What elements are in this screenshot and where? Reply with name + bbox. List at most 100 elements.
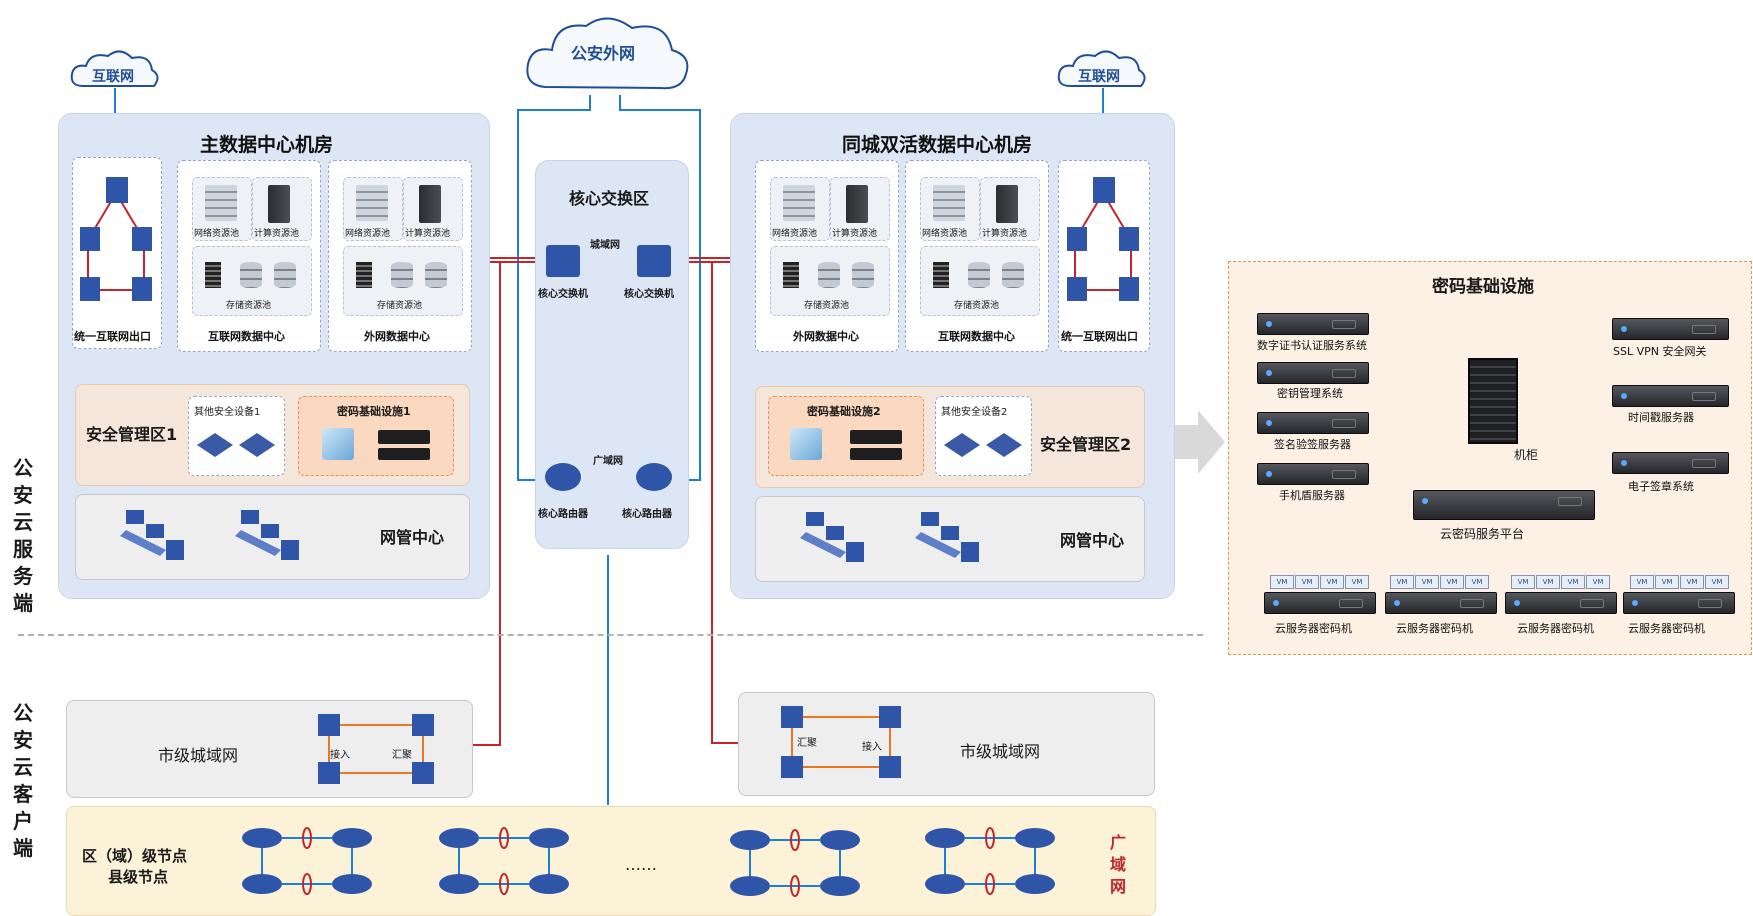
workstation-icon — [915, 512, 979, 562]
storage-icon — [933, 262, 949, 288]
server-appliance-icon — [1257, 362, 1369, 384]
server-appliance-icon — [1257, 313, 1369, 335]
metro-net-right-box — [738, 692, 1155, 796]
core-switch-icon — [637, 245, 671, 277]
server-tower-icon — [846, 185, 868, 223]
crypto-device-label: 云服务器密码机 — [1517, 622, 1594, 635]
district-node-band — [66, 806, 1156, 916]
storage-icon — [783, 262, 799, 288]
internet-exit-label: 统一互联网出口 — [74, 330, 151, 343]
server-appliance-icon — [1257, 463, 1369, 485]
metro-net-left-box — [66, 700, 473, 798]
server-appliance-icon — [1612, 385, 1729, 407]
metro-net-right-label: 市级城域网 — [960, 742, 1041, 761]
nms-center-1-label: 网管中心 — [380, 528, 445, 547]
storage-icon — [205, 262, 221, 288]
storage-pool-label: 存储资源池 — [804, 301, 850, 311]
vm-icon: VM — [1415, 575, 1439, 589]
crypto-device-label: 手机盾服务器 — [1279, 489, 1345, 502]
core-switch-icon — [546, 245, 580, 277]
firewall-ring-icon — [1067, 177, 1139, 301]
router-pair-icon — [439, 827, 569, 895]
storage-pool-label: 存储资源池 — [954, 301, 1000, 311]
crypto-device-label: 签名验签服务器 — [1274, 438, 1351, 451]
workstation-icon — [800, 512, 864, 562]
core-router-right-label: 核心路由器 — [622, 509, 672, 520]
external-dc-label: 外网数据中心 — [793, 330, 859, 343]
server-appliance-icon — [1413, 490, 1595, 520]
network-pool-label: 网络资源池 — [922, 229, 968, 239]
crypto-infra-2-label: 密码基础设施2 — [807, 405, 881, 418]
district-node-label: 区（域）级节点 — [82, 847, 188, 865]
crypto-device-label: 密钥管理系统 — [1277, 387, 1343, 400]
storage-pool-label: 存储资源池 — [226, 301, 272, 311]
compute-pool-label: 计算资源池 — [254, 229, 300, 239]
crypto-device-label: 云服务器密码机 — [1396, 622, 1473, 635]
wan-vertical-label: 广域网 — [1109, 833, 1126, 896]
main-datacenter-title: 主数据中心机房 — [200, 134, 334, 156]
internet-dc-label: 互联网数据中心 — [208, 330, 285, 343]
crypto-cube-icon — [322, 428, 354, 460]
core-router-icon — [636, 463, 672, 491]
core-switch-left-label: 核心交换机 — [538, 289, 588, 300]
other-security-label: 其他安全设备2 — [941, 407, 1008, 418]
county-node-label: 县级节点 — [108, 868, 169, 886]
cabinet-label: 机柜 — [1514, 448, 1539, 462]
access-label: 接入 — [330, 750, 350, 761]
vm-icon: VM — [1390, 575, 1414, 589]
vm-icon: VM — [1655, 575, 1679, 589]
security-zone-2-label: 安全管理区2 — [1040, 435, 1132, 454]
aggregate-label: 汇聚 — [392, 750, 412, 761]
wan-label: 广域网 — [593, 456, 623, 467]
cloud-icon — [1057, 50, 1146, 87]
server-rack-icon — [933, 185, 965, 221]
cloud-icon — [526, 17, 689, 90]
other-security-box — [188, 396, 285, 476]
server-appliance-icon — [1612, 452, 1729, 474]
server-appliance-icon — [1505, 592, 1617, 614]
external-dc-label: 外网数据中心 — [364, 330, 430, 343]
vm-icon: VM — [1511, 575, 1535, 589]
section-divider — [18, 634, 1203, 636]
disk-icon — [968, 262, 990, 288]
other-security-label: 其他安全设备1 — [194, 407, 261, 418]
crypto-appliance-icon — [850, 448, 902, 460]
disk-icon — [274, 262, 296, 288]
nms-center-2-label: 网管中心 — [1060, 531, 1125, 550]
security-zone-1-label: 安全管理区1 — [86, 425, 178, 444]
network-pool-label: 网络资源池 — [345, 229, 391, 239]
crypto-device-label: 云服务器密码机 — [1275, 622, 1352, 635]
disk-icon — [240, 262, 262, 288]
router-pair-icon — [730, 829, 860, 897]
vm-icon: VM — [1345, 575, 1369, 589]
vm-icon: VM — [1440, 575, 1464, 589]
crypto-device-label: 时间戳服务器 — [1628, 411, 1694, 424]
compute-pool-label: 计算资源池 — [832, 229, 878, 239]
crypto-platform-label: 云密码服务平台 — [1440, 527, 1525, 541]
core-router-icon — [545, 463, 581, 491]
crypto-cube-icon — [790, 428, 822, 460]
internet-exit-label: 统一互联网出口 — [1061, 330, 1138, 343]
vm-icon: VM — [1270, 575, 1294, 589]
internet-cloud-left-label: 互联网 — [92, 69, 134, 85]
vm-icon: VM — [1320, 575, 1344, 589]
vm-icon: VM — [1630, 575, 1654, 589]
metro-net-label: 城域网 — [590, 240, 620, 251]
security-device-icon — [944, 433, 1022, 457]
client-side-label: 公安云客户端 — [13, 701, 33, 860]
crypto-infra-1-label: 密码基础设施1 — [337, 405, 411, 418]
security-device-icon — [197, 433, 275, 457]
internet-dc-label: 互联网数据中心 — [938, 330, 1015, 343]
network-pool-label: 网络资源池 — [772, 229, 818, 239]
storage-pool-label: 存储资源池 — [377, 301, 423, 311]
disk-icon — [1002, 262, 1024, 288]
core-zone-title: 核心交换区 — [569, 189, 650, 208]
vm-icon: VM — [1295, 575, 1319, 589]
switch-pair-icon — [318, 714, 434, 784]
compute-pool-label: 计算资源池 — [982, 229, 1028, 239]
workstation-icon — [120, 510, 184, 560]
disk-icon — [818, 262, 840, 288]
server-tower-icon — [996, 185, 1018, 223]
server-appliance-icon — [1264, 592, 1376, 614]
core-router-left-label: 核心路由器 — [538, 509, 588, 520]
